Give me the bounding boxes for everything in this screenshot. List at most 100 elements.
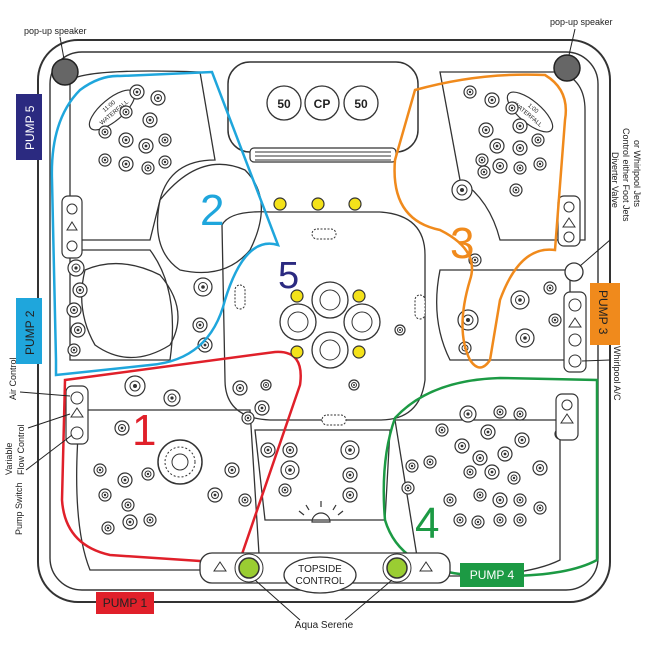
aqua-serene-leader-left — [254, 579, 301, 621]
variable-flow-label-1: Variable — [4, 443, 14, 475]
jet — [463, 465, 477, 479]
jet — [423, 455, 437, 469]
pump-switch-button[interactable] — [70, 426, 84, 440]
filter-label-left: 50 — [277, 97, 291, 111]
jet — [493, 513, 507, 527]
variable-flow-label-2: Flow Control — [16, 424, 26, 475]
zone-4-number: 4 — [415, 499, 439, 548]
jet — [193, 277, 213, 297]
popup-speaker-left-leader — [59, 36, 65, 60]
jet — [457, 309, 479, 331]
jet — [138, 138, 154, 154]
air-control-leader — [19, 391, 71, 397]
jet — [405, 459, 419, 473]
air-control-knob[interactable] — [70, 391, 84, 405]
jet — [543, 281, 557, 295]
control-panel-left-bottom — [65, 385, 89, 445]
whirlpool-air-control[interactable] — [568, 354, 582, 368]
jet — [118, 156, 134, 172]
filter-cap-center — [304, 85, 340, 121]
jet — [150, 90, 166, 106]
pump-switch-leader — [25, 434, 73, 471]
jet — [66, 302, 82, 318]
jet — [260, 379, 272, 391]
pump-2-label: PUMP 2 — [23, 310, 37, 355]
jet — [119, 105, 133, 119]
pump-1-badge — [96, 592, 154, 614]
whirlpool-ac-leader — [581, 359, 611, 362]
yellow-light — [352, 345, 366, 359]
jet — [401, 481, 415, 495]
diverter-label-3: or Whirlpool Jets — [632, 140, 642, 208]
jet — [459, 405, 477, 423]
aqua-serene-right[interactable] — [386, 557, 408, 579]
air-control-label: Air Control — [8, 357, 18, 400]
jet — [475, 153, 489, 167]
jet — [141, 467, 155, 481]
jet — [278, 483, 292, 497]
jet — [280, 460, 300, 480]
triangle-grilles — [213, 561, 433, 572]
jet — [477, 165, 491, 179]
popup-speaker-left — [51, 58, 79, 86]
jet — [158, 133, 172, 147]
jet — [260, 442, 276, 458]
jet — [121, 498, 135, 512]
diverter-label-1: Diverter Valve — [610, 152, 620, 208]
pump-4-badge — [460, 563, 524, 587]
jet — [531, 133, 545, 147]
filter-cap-left — [266, 85, 302, 121]
jet — [513, 493, 527, 507]
jet — [453, 513, 467, 527]
waterfall-right: 1:00 WATERFALL — [506, 91, 554, 133]
topside-control-button[interactable] — [283, 556, 357, 594]
zone-1-number: 1 — [132, 406, 156, 455]
jet — [122, 514, 138, 530]
jet — [533, 157, 547, 171]
jet — [443, 493, 457, 507]
jet — [232, 380, 248, 396]
jet — [348, 379, 360, 391]
jet — [492, 492, 508, 508]
jet — [67, 259, 85, 277]
pump-1-label: PUMP 1 — [103, 596, 148, 610]
jet — [471, 515, 485, 529]
pump-5-label: PUMP 5 — [23, 105, 37, 150]
jet — [394, 324, 406, 336]
jet — [93, 463, 107, 477]
jet — [98, 488, 112, 502]
jet — [435, 423, 449, 437]
pump-4-label: PUMP 4 — [470, 568, 515, 582]
popup-speaker-right-leader — [568, 28, 576, 56]
jet — [484, 464, 500, 480]
jet — [342, 467, 358, 483]
popup-speaker-right-label: pop-up speaker — [550, 17, 613, 27]
jet — [463, 85, 477, 99]
diverter-label-2: Control either Foot Jets — [621, 128, 631, 222]
jet — [497, 446, 513, 462]
jet — [472, 450, 488, 466]
jet — [163, 389, 181, 407]
jet — [207, 487, 223, 503]
jet — [98, 153, 112, 167]
variable-flow-control[interactable] — [70, 407, 84, 418]
jet — [492, 158, 508, 174]
diverter-valve[interactable] — [564, 262, 584, 282]
yellow-light — [348, 197, 362, 211]
jet — [493, 405, 507, 419]
jet — [489, 138, 505, 154]
aqua-serene-left[interactable] — [238, 557, 260, 579]
jet — [505, 101, 519, 115]
popup-speaker-right — [553, 54, 581, 82]
control-panel-left-top — [61, 195, 83, 259]
aqua-serene-leader-right — [344, 579, 393, 621]
jet — [114, 420, 130, 436]
jet — [238, 493, 252, 507]
variable-flow-leader — [27, 413, 71, 429]
jet — [143, 513, 157, 527]
jet — [70, 322, 86, 338]
jet — [101, 521, 115, 535]
diverter-leader — [579, 239, 611, 267]
jet — [533, 501, 547, 515]
